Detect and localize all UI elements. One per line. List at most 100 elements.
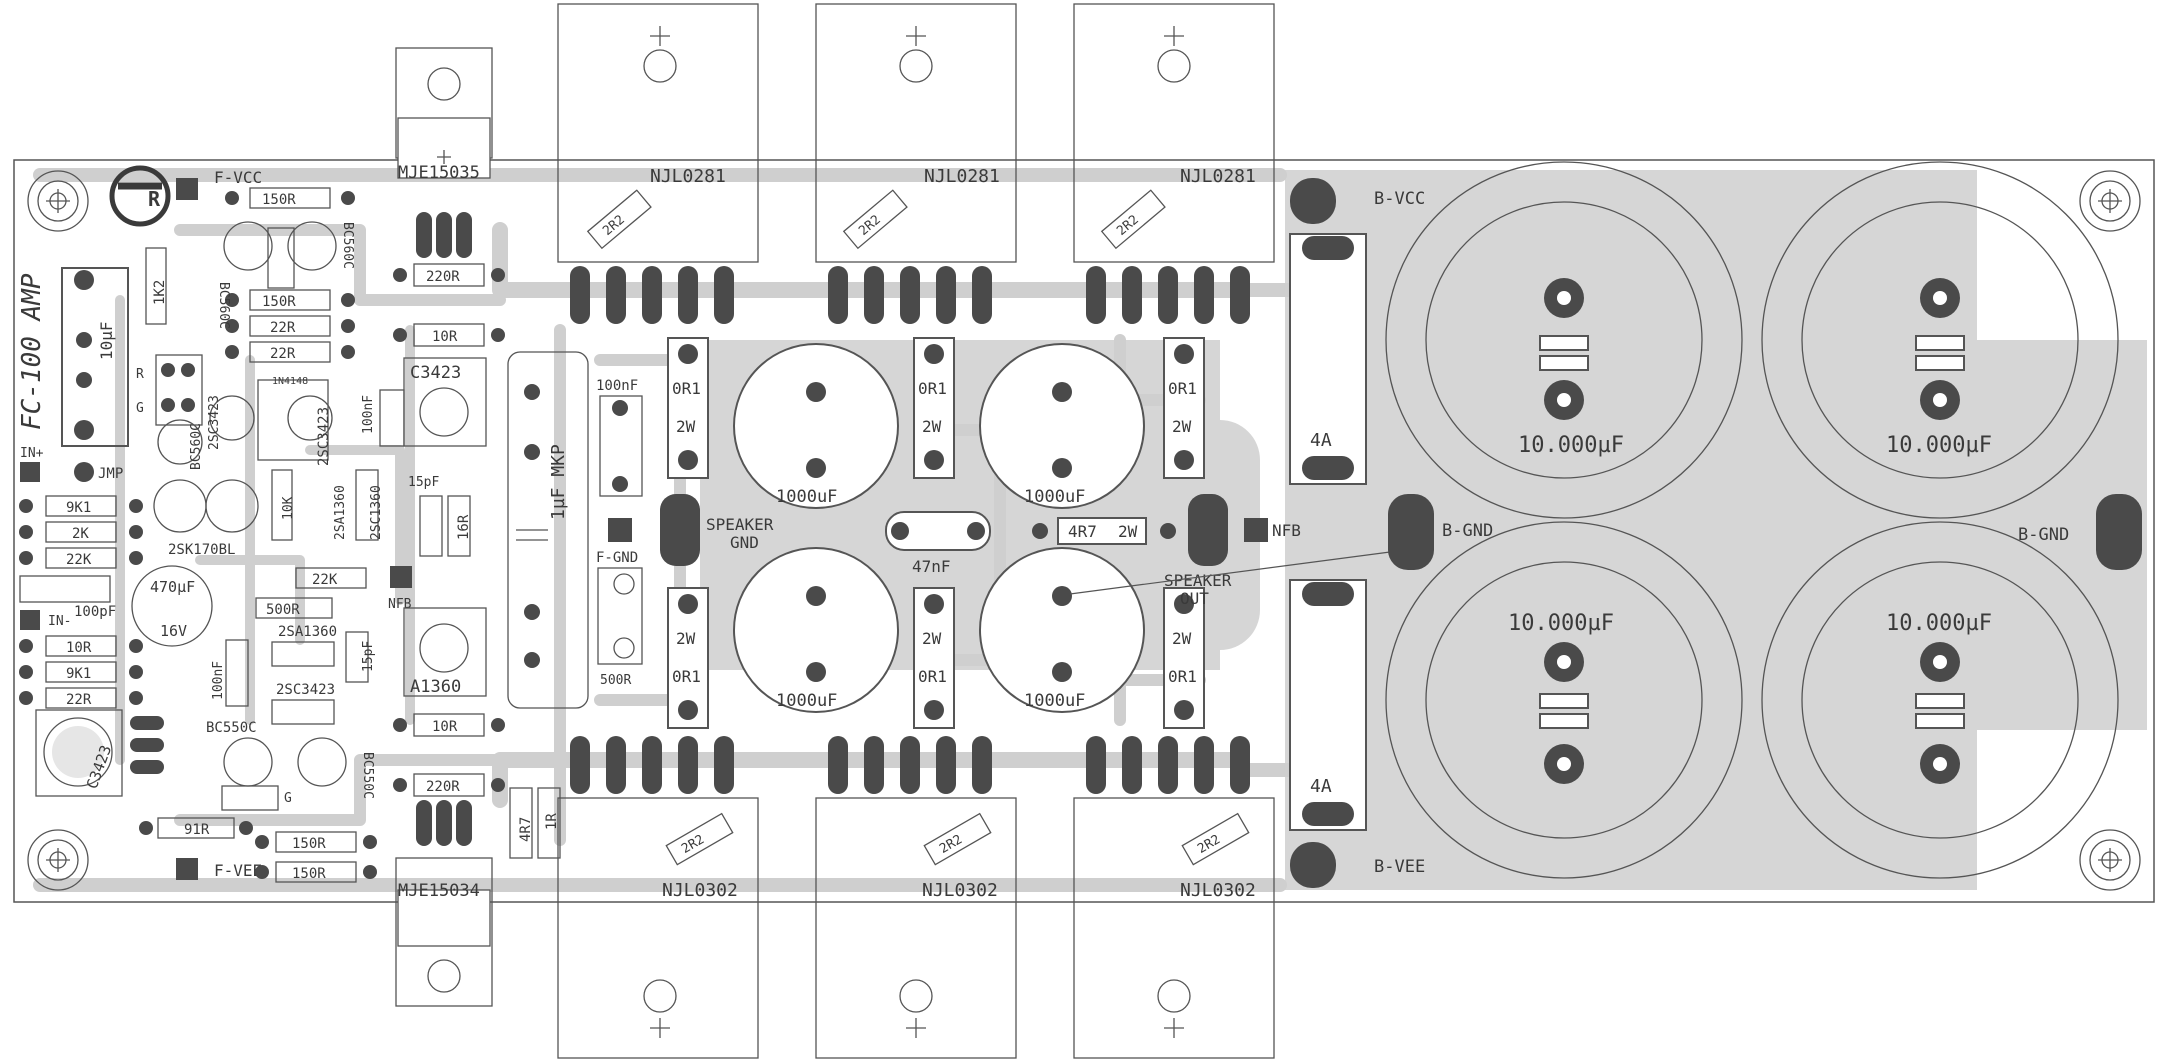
speaker-gnd-terminal [660, 494, 700, 566]
svg-text:1K2: 1K2 [152, 280, 168, 305]
r-pin-label: R [136, 367, 144, 382]
svg-text:22R: 22R [66, 692, 92, 708]
svg-text:9K1: 9K1 [66, 500, 91, 516]
mje15034-pads [416, 800, 472, 846]
njl0281-3: NJL0281 [1073, 3, 1275, 263]
b-gnd-left-label: B-GND [1442, 521, 1493, 541]
svg-text:22R: 22R [270, 346, 296, 362]
r10-3-body [413, 713, 485, 737]
c15pf-1-body [419, 495, 443, 557]
f-gnd-pad [608, 518, 632, 542]
speaker-out-wire [1069, 551, 1391, 595]
top-resistor-stack: 150R 150R 22R 22R [249, 187, 331, 363]
2sk170-pair: 2SK170BL [153, 479, 259, 558]
njl0281-2: NJL0281 [815, 3, 1017, 263]
svg-text:G: G [284, 791, 292, 806]
svg-text:22K: 22K [66, 552, 92, 568]
speaker-out-terminal [1188, 494, 1228, 566]
r150-4-body [275, 861, 357, 883]
left-resistor-pads [19, 499, 143, 705]
svg-text:2SC1360: 2SC1360 [369, 485, 384, 540]
in-minus-label: IN- [48, 614, 71, 629]
cap-10uf-label: 10µF [97, 321, 116, 360]
svg-text:47nF: 47nF [912, 557, 951, 576]
svg-text:500R: 500R [600, 673, 631, 688]
emitter-resistor-pads [678, 344, 1194, 720]
r2r2-angled: 2R2 2R2 2R2 2R2 2R2 2R2 [586, 189, 1250, 866]
trim-500r: 500R [597, 567, 643, 688]
svg-text:91R: 91R [184, 822, 210, 838]
r91-body [157, 817, 235, 839]
logo: R [109, 165, 171, 227]
svg-text:GND: GND [730, 533, 759, 552]
svg-text:150R: 150R [262, 192, 296, 208]
c100nf-2-body [599, 395, 643, 497]
svg-text:16V: 16V [160, 622, 187, 640]
svg-text:NJL0302: NJL0302 [662, 880, 738, 901]
svg-text:2W: 2W [676, 417, 696, 436]
svg-text:1000uF: 1000uF [776, 487, 837, 507]
bc560c-socket [267, 227, 295, 289]
top-resistor-pads [225, 191, 355, 359]
c15pf-2-body [345, 631, 369, 683]
svg-text:SPEAKER: SPEAKER [706, 515, 774, 534]
svg-text:4A: 4A [1310, 776, 1332, 797]
svg-text:1µF MKP: 1µF MKP [548, 444, 569, 520]
svg-text:2W: 2W [922, 629, 942, 648]
in-plus-pad [20, 462, 40, 482]
r220-2-body [413, 773, 485, 797]
nfb-right-label: NFB [1272, 521, 1301, 540]
cap-47nf [885, 511, 991, 551]
board-title: FC-100 AMP [17, 273, 47, 430]
a1360-mid: A1360 [403, 607, 487, 697]
left-resistor-stack: 9K1 2K 22K 100pF 10R 9K1 22R [19, 495, 117, 709]
svg-text:NJL0302: NJL0302 [1180, 880, 1256, 901]
svg-text:2W: 2W [676, 629, 696, 648]
svg-text:22R: 22R [270, 320, 296, 336]
svg-text:100nF: 100nF [361, 395, 376, 434]
caps-10000uf-pads [1539, 278, 1965, 784]
svg-text:NJL0281: NJL0281 [1180, 166, 1256, 187]
svg-text:15pF: 15pF [361, 641, 376, 672]
svg-text:150R: 150R [292, 836, 326, 852]
svg-text:10.000µF: 10.000µF [1508, 611, 1614, 636]
c3423-mid: C3423 [403, 357, 487, 447]
r10-2-body [413, 323, 485, 347]
svg-text:OUT: OUT [1180, 589, 1209, 608]
svg-text:C3423: C3423 [410, 363, 461, 383]
svg-text:2W: 2W [1118, 522, 1138, 541]
mid-transistor-cluster: 1N4148 2SC3423 2SC3423 BC560C [157, 376, 333, 470]
mje15034-package [395, 857, 493, 1007]
svg-text:2SA1360: 2SA1360 [278, 624, 337, 640]
c100nf-3-body [225, 639, 249, 707]
f-vcc-label: F-VCC [214, 168, 262, 187]
logo-letter: R [148, 187, 161, 211]
r150-3-body [275, 831, 357, 853]
svg-text:SPEAKER: SPEAKER [1164, 571, 1232, 590]
r1r-body [537, 787, 561, 859]
nfb-left-pad [390, 566, 412, 588]
svg-text:220R: 220R [426, 269, 460, 285]
svg-text:2SC3423: 2SC3423 [316, 407, 332, 466]
svg-text:0R1: 0R1 [918, 667, 947, 686]
svg-text:NJL0281: NJL0281 [650, 166, 726, 187]
caps-1000uf-pads [806, 382, 1072, 682]
b-vee-pad [1290, 842, 1336, 888]
mje15035-pads [416, 212, 472, 258]
input-cap-outline [61, 267, 129, 447]
b-vcc-pad [1290, 178, 1336, 224]
q-2sc3423-b-body [271, 699, 335, 725]
svg-text:10.000µF: 10.000µF [1886, 611, 1992, 636]
fuse-bottom: 4A [1289, 579, 1367, 831]
mje15035-label: MJE15035 [398, 163, 480, 183]
svg-text:500R: 500R [266, 602, 300, 618]
caps-1000uf: 1000uF 1000uF 1000uF 1000uF [733, 343, 1145, 713]
cap-470uf: 470µF 16V [131, 565, 213, 647]
r22k-2-body [295, 567, 367, 589]
svg-text:4R7: 4R7 [1068, 522, 1097, 541]
r4r7-body [509, 787, 533, 859]
in-minus-pad [20, 610, 40, 630]
svg-text:BC560C: BC560C [189, 423, 204, 470]
njl-pins [570, 266, 1250, 794]
njl0302-2: NJL0302 [815, 797, 1017, 1059]
